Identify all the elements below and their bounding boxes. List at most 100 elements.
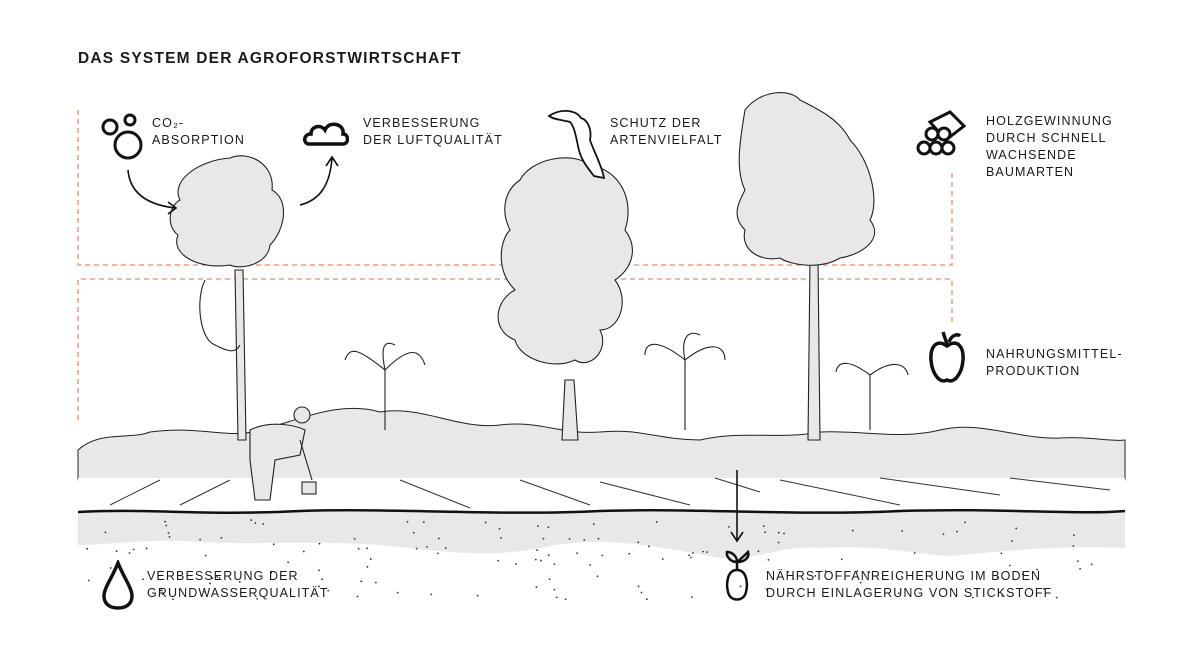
soil-dot	[484, 521, 487, 524]
soil-dot	[321, 578, 324, 581]
soil-dot	[287, 561, 290, 564]
soil-dot	[583, 539, 586, 541]
soil-dot	[444, 547, 447, 549]
soil-dot	[688, 554, 691, 557]
soil-dot	[498, 527, 501, 530]
soil-dot	[757, 550, 760, 553]
soil-dot	[356, 595, 359, 598]
ground-vegetation	[77, 407, 1126, 481]
soil-dot	[547, 526, 550, 529]
soil-dot	[547, 554, 550, 557]
soil-dot	[868, 571, 871, 574]
soil-dot	[637, 585, 640, 588]
soil-dot	[160, 589, 163, 592]
soil-dot	[601, 554, 604, 557]
soil-dot	[1072, 545, 1075, 547]
soil-dot	[648, 545, 650, 548]
soil-dot	[168, 535, 171, 538]
soil-dot	[220, 537, 223, 539]
soil-dot	[216, 575, 219, 578]
soil-dot	[942, 533, 945, 536]
soil-dot	[515, 563, 517, 565]
soil-dot	[1021, 573, 1024, 576]
soil-dot	[824, 570, 827, 573]
soil-dot	[542, 537, 545, 540]
soil-dot	[913, 552, 916, 554]
soil-dot	[396, 591, 399, 594]
soil-dot	[115, 550, 118, 553]
soil-dot	[1036, 568, 1038, 571]
soil-dot	[1079, 567, 1082, 570]
soil-dot	[86, 547, 89, 550]
soil-dots	[86, 519, 1093, 601]
soil-dot	[1011, 540, 1014, 543]
toucan-icon	[547, 110, 606, 180]
soil-dot	[655, 521, 658, 523]
tree-right	[736, 92, 876, 441]
soil-dot	[536, 525, 539, 527]
soil-dot	[568, 537, 571, 540]
soil-dot	[996, 576, 999, 579]
soil-dot	[327, 589, 330, 592]
soil-dot	[964, 521, 967, 524]
soil-dot	[628, 552, 631, 555]
soil-dot	[204, 554, 207, 557]
soil-dot	[172, 598, 174, 601]
soil-dot	[645, 598, 648, 601]
soil-dot	[767, 559, 770, 561]
label-co2-absorption: CO₂-ABSORPTION	[152, 116, 245, 147]
soil-dot	[374, 581, 377, 584]
soil-dot	[142, 578, 144, 581]
soil-dot	[597, 537, 600, 540]
soil-dot	[1001, 594, 1004, 597]
soil-dot	[262, 523, 265, 525]
soil-dot	[164, 520, 166, 523]
seedling-icon	[725, 549, 750, 601]
soil-dot	[422, 521, 425, 524]
soil-dot	[702, 550, 705, 553]
soil-dot	[792, 578, 795, 580]
soil-dot	[553, 563, 556, 566]
soil-dot	[851, 529, 854, 532]
soil-dot	[360, 580, 363, 583]
soil-dot	[128, 552, 131, 554]
soil-dot	[534, 558, 537, 561]
soil-dot	[576, 552, 579, 555]
soil-dot	[764, 531, 767, 534]
soil-dot	[777, 541, 780, 544]
soil-dot	[270, 571, 273, 574]
soil-layer	[78, 512, 1125, 559]
soil-dot	[814, 574, 817, 577]
soil-dot	[302, 550, 305, 553]
page-title: DAS SYSTEM DER AGROFORSTWIRTSCHAFT	[78, 50, 462, 67]
soil-dot	[476, 594, 479, 597]
soil-dot	[1043, 587, 1045, 590]
soil-dot	[238, 580, 241, 583]
soil-dot	[109, 567, 112, 569]
soil-dot	[690, 556, 692, 559]
soil-dot	[104, 531, 107, 534]
soil-dot	[553, 588, 556, 591]
soil-dot	[254, 522, 257, 524]
soil-dot	[357, 547, 360, 550]
soil-dot	[739, 585, 742, 588]
soil-dot	[535, 586, 538, 588]
label-food-production: NAHRUNGSMITTEL-PRODUKTION	[986, 347, 1123, 378]
co2-bubbles-icon	[101, 113, 143, 160]
soil-dot	[897, 592, 900, 595]
soil-dot	[901, 530, 904, 532]
soil-dot	[218, 577, 221, 579]
soil-dot	[426, 545, 428, 548]
cloud-icon	[303, 122, 349, 146]
water-drop-icon	[102, 560, 134, 610]
apple-icon	[929, 331, 965, 383]
soil-dot	[318, 585, 320, 588]
soil-dot	[132, 548, 135, 551]
soil-dot	[859, 581, 862, 584]
soil-dot	[548, 578, 551, 581]
